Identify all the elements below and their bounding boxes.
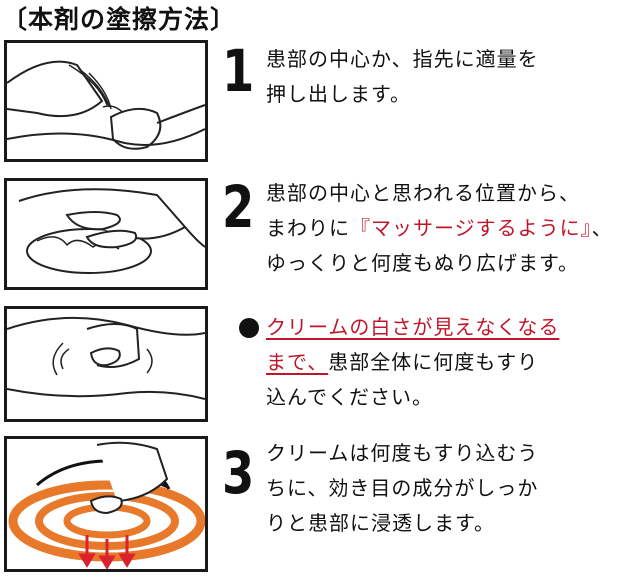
step2-text: 患部の中心と思われる位置から、 まわりに『マッサージするように』、 ゆっくりと何… xyxy=(266,181,613,275)
section-heading: 〔本剤の塗擦方法〕 xyxy=(2,5,237,34)
step1-text: 患部の中心か、指先に適量を 押し出します。 xyxy=(266,47,539,106)
bullet-icon xyxy=(239,318,259,338)
step2-number: 2 xyxy=(222,173,255,241)
step1-number: 1 xyxy=(222,37,255,105)
step2b-illustration xyxy=(4,306,208,422)
spreading-fingers-illustration xyxy=(18,188,205,274)
step3-text: クリームは何度もすり込むう ちに、効き目の成分がしっか りと患部に浸透します。 xyxy=(266,441,539,535)
rubbing-fingers-illustration xyxy=(7,316,205,400)
cream-tube-illustration xyxy=(7,60,205,150)
step3-illustration xyxy=(4,436,208,572)
step2-illustration xyxy=(4,178,208,290)
step2b-text: クリームの白さが見えなくなる まで、患部全体に何度もすり 込んでください。 xyxy=(266,315,560,409)
step3-number: 3 xyxy=(222,439,255,507)
absorption-illustration xyxy=(8,441,205,569)
step1-illustration xyxy=(4,40,208,162)
